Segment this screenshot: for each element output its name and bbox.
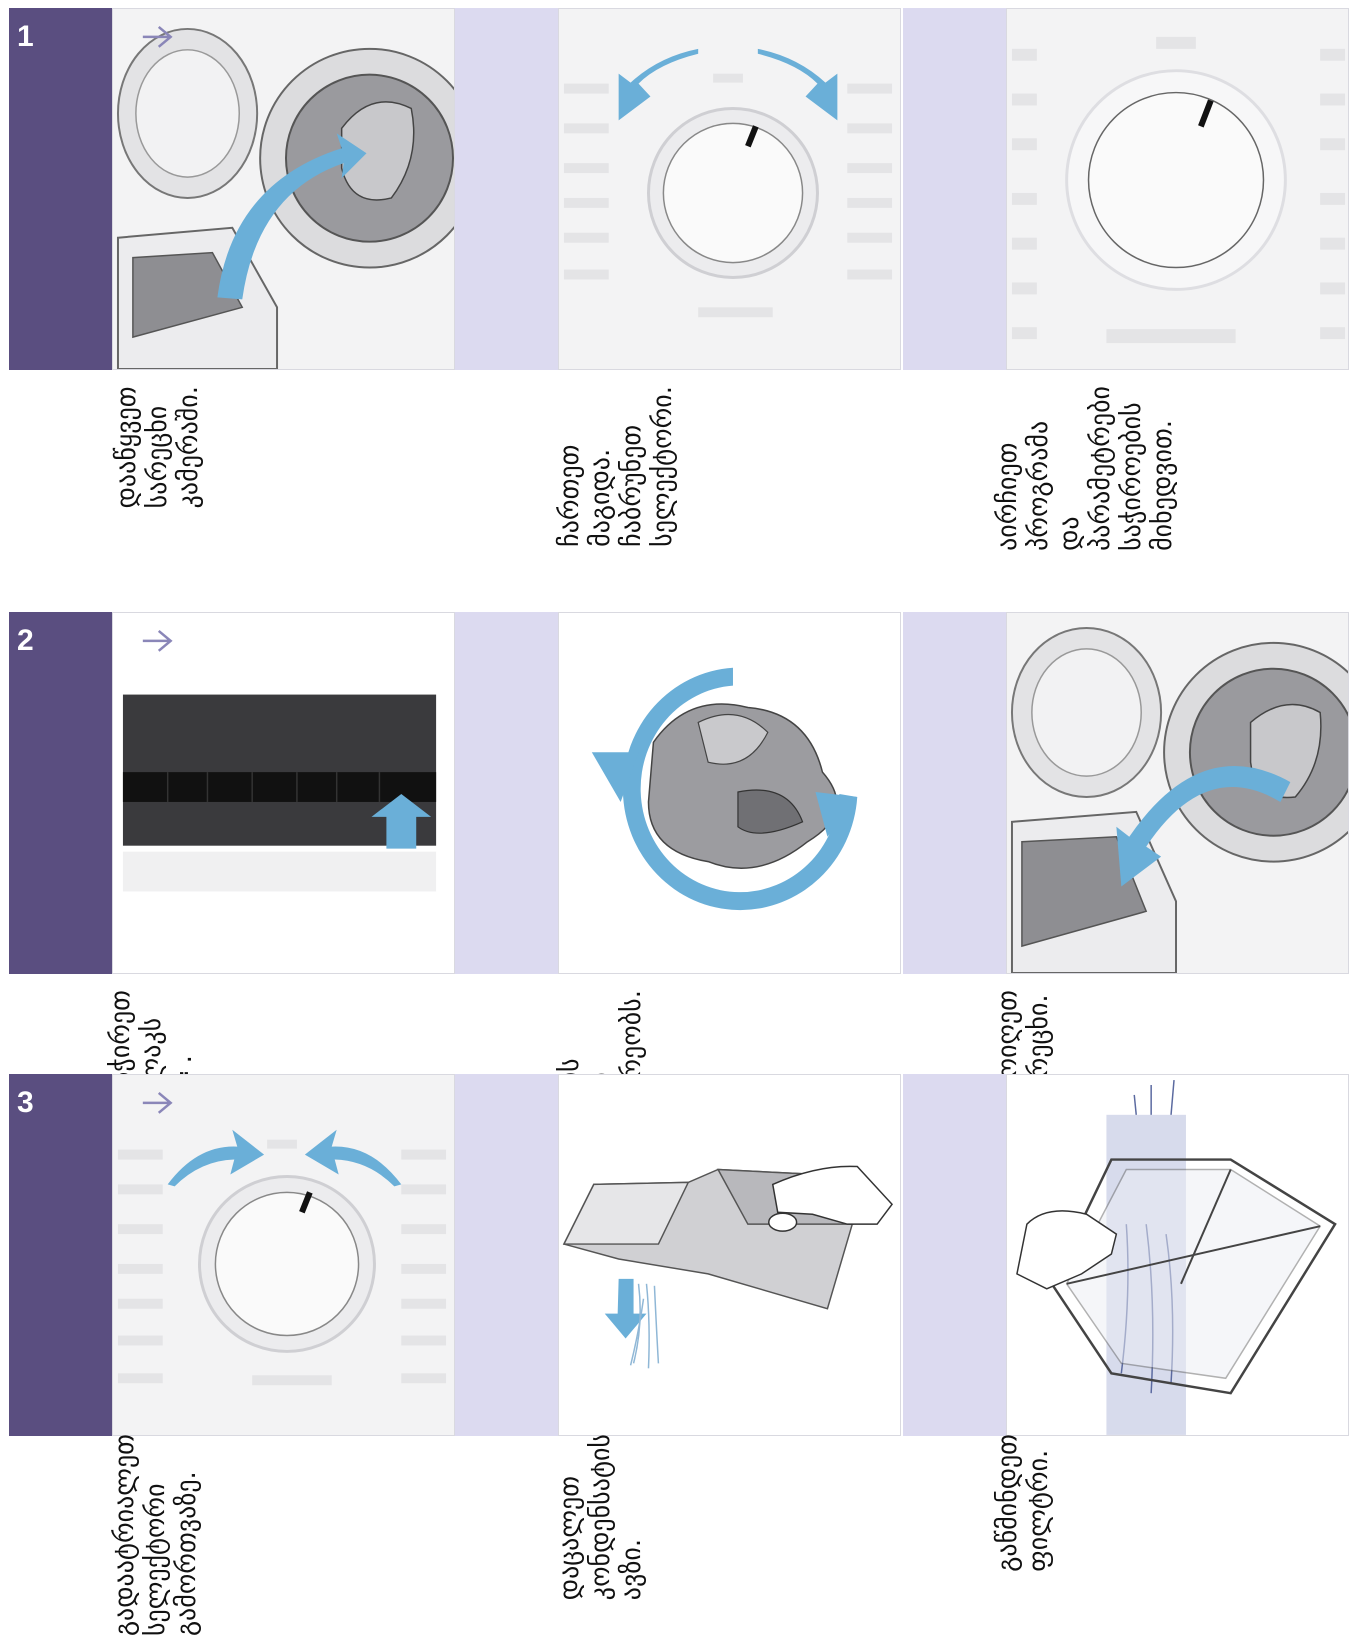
panel-press-start: დააჭირეთ ღილაკს ▷⏸. (106, 612, 455, 1119)
panel-empty-container: დაცალეთ კონდენსატის ავზი. (455, 1074, 903, 1600)
panel-clean-filter: გაწმინდეთ ფილტრი. (903, 1074, 1361, 1572)
caption: ჩართეთ მაგიდა. ჩაბრუნეთ სელექტორი. (555, 386, 678, 547)
panel-strip (455, 612, 558, 974)
next-arrow-icon (142, 1091, 173, 1114)
panel-select-program: აირჩიეთ პროგრამა და პარამეტრები საჭიროებ… (903, 8, 1361, 551)
pour-arrow-icon (604, 1278, 647, 1339)
load-laundry-drawing (116, 25, 454, 369)
selector-drawing (1011, 36, 1346, 344)
arrow-out-of-drum-icon (1116, 766, 1291, 887)
illustration-press-start (112, 612, 455, 974)
rotate-right-arrow-icon (757, 48, 838, 121)
panel-strip (903, 612, 1006, 974)
illustration-remove-laundry (1006, 612, 1349, 974)
step-number: 3 (17, 1086, 34, 1119)
illustration-drying (558, 612, 901, 974)
caption: გადაატრიალეთ სელექტორი გამორთვაზე. (110, 1434, 202, 1636)
step-number-bar: 2 (9, 612, 112, 974)
next-arrow-icon (142, 25, 173, 48)
step-number-bar: 3 (9, 1074, 112, 1436)
illustration-load-laundry (112, 8, 455, 370)
drying-drawing (591, 667, 858, 911)
panel-remove-laundry: ამოიღეთ სარეცხი. (903, 612, 1361, 1105)
caption: აირჩიეთ პროგრამა და პარამეტრები საჭიროებ… (993, 386, 1178, 551)
panel-strip (455, 1074, 558, 1436)
illustration-clean-filter (1006, 1074, 1349, 1436)
rotate-left-arrow-icon (304, 1129, 402, 1187)
caption: დააწყვეთ სარეცხი კამერაში. (112, 386, 204, 509)
step-number: 1 (17, 20, 34, 53)
illustration-select-program (1006, 8, 1349, 370)
control-panel-drawing (122, 629, 437, 892)
illustration-empty-container (558, 1074, 901, 1436)
caption: დაცალეთ კონდენსატის ავზი. (555, 1434, 647, 1601)
illustration-turn-selector (558, 8, 901, 370)
panel-strip (455, 8, 558, 370)
panel-turn-off: გადაატრიალეთ სელექტორი გამორთვაზე. (110, 1074, 455, 1636)
panel-turn-selector: ჩართეთ მაგიდა. ჩაბრუნეთ სელექტორი. (455, 8, 903, 547)
panel-strip (903, 8, 1006, 370)
rotate-left-arrow-icon (618, 48, 699, 121)
filter-drawing (1016, 1079, 1337, 1435)
rotate-right-arrow-icon (167, 1129, 265, 1187)
step-number-bar: 1 (9, 8, 112, 370)
illustration-turn-off (112, 1074, 455, 1436)
next-arrow-icon (142, 629, 173, 652)
container-drawing (562, 1165, 894, 1369)
step-number: 2 (17, 624, 34, 657)
remove-laundry-drawing (1010, 626, 1348, 973)
panel-load-laundry: დააწყვეთ სარეცხი კამერაში. (112, 8, 455, 508)
panel-strip (903, 1074, 1006, 1436)
arrow-into-drum-icon (217, 133, 367, 300)
panel-drying: გაშრობის პროცესი მიმდინარეობს. (455, 612, 903, 1182)
caption: გაწმინდეთ ფილტრი. (993, 1434, 1054, 1572)
selector-drawing (563, 48, 893, 318)
selector-drawing (117, 1091, 447, 1386)
press-arrow-icon (371, 793, 432, 849)
